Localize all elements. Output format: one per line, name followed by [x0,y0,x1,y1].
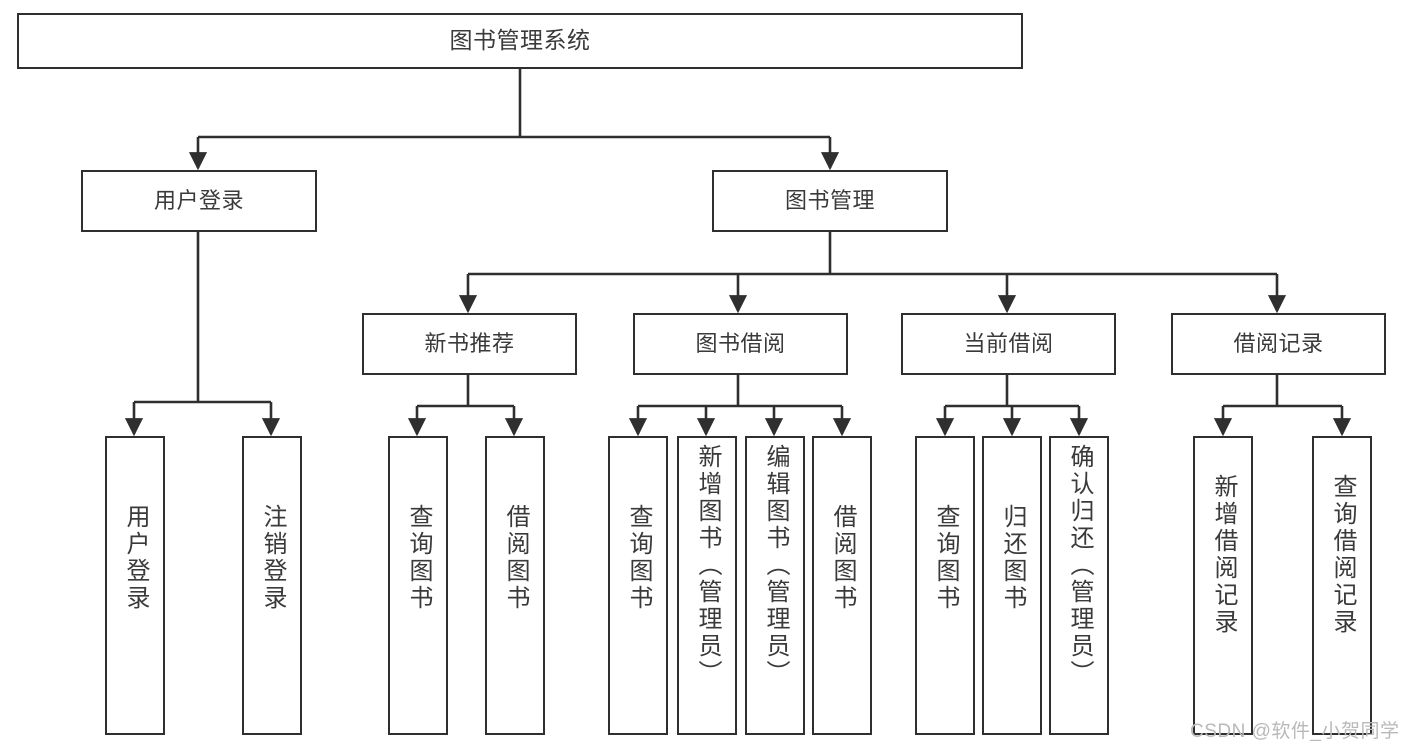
node-label: 图书管理 [784,188,875,214]
node-label: 查询图书 [405,504,432,612]
node-label: 注销登录 [259,504,286,612]
node-book-borrow[interactable]: 图书借阅 [633,313,848,375]
node-label: 新书推荐 [424,331,515,357]
node-label: 编辑图书（管理员） [762,444,789,687]
node-label: 用户登录 [122,504,149,612]
node-label: 归还图书 [999,504,1026,612]
leaf-add-book-admin[interactable]: 新增图书（管理员） [677,436,737,735]
leaf-add-borrow-record[interactable]: 新增借阅记录 [1193,436,1253,735]
node-label: 图书借阅 [695,331,786,357]
node-label: 查询图书 [932,504,959,612]
node-root-system[interactable]: 图书管理系统 [17,13,1023,69]
leaf-query-books-recommend[interactable]: 查询图书 [388,436,448,735]
leaf-borrow-books-recommend[interactable]: 借阅图书 [485,436,545,735]
node-label: 新增图书（管理员） [694,444,721,687]
leaf-user-login[interactable]: 用户登录 [105,436,165,735]
node-label: 用户登录 [153,188,244,214]
node-label: 借阅记录 [1233,331,1324,357]
node-label: 查询借阅记录 [1329,474,1356,636]
node-label: 当前借阅 [963,331,1054,357]
leaf-confirm-return-admin[interactable]: 确认归还（管理员） [1049,436,1109,735]
watermark-text: CSDN @软件_小贺同学 [1190,721,1400,742]
node-label: 确认归还（管理员） [1066,444,1093,687]
node-label: 查询图书 [625,504,652,612]
leaf-logout[interactable]: 注销登录 [242,436,302,735]
node-borrow-records[interactable]: 借阅记录 [1171,313,1386,375]
node-book-management[interactable]: 图书管理 [712,170,948,232]
node-new-book-recommend[interactable]: 新书推荐 [362,313,577,375]
node-label: 图书管理系统 [449,27,591,54]
leaf-return-books[interactable]: 归还图书 [982,436,1042,735]
node-label: 借阅图书 [829,504,856,612]
node-user-login[interactable]: 用户登录 [81,170,317,232]
leaf-query-books-current[interactable]: 查询图书 [915,436,975,735]
node-current-borrow[interactable]: 当前借阅 [901,313,1116,375]
leaf-query-borrow-record[interactable]: 查询借阅记录 [1312,436,1372,735]
leaf-query-books-borrow[interactable]: 查询图书 [608,436,668,735]
leaf-borrow-books[interactable]: 借阅图书 [812,436,872,735]
node-label: 借阅图书 [502,504,529,612]
node-label: 新增借阅记录 [1210,474,1237,636]
leaf-edit-book-admin[interactable]: 编辑图书（管理员） [745,436,805,735]
